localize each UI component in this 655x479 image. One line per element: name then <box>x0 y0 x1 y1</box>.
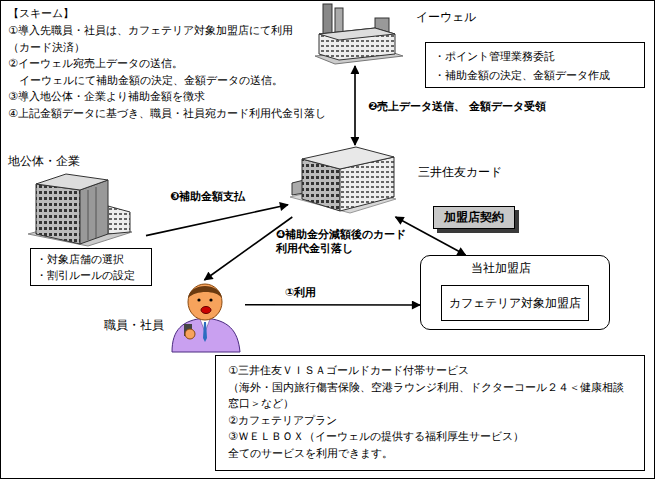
edge-label: ❹補助金分減額後のカード利用代金引落し <box>276 228 412 256</box>
info-box: ・対象店舗の選択・割引ルールの設定 <box>30 248 152 286</box>
person-illustration-part <box>188 284 222 320</box>
person-illustration-part <box>185 329 195 339</box>
factory-illustration <box>315 4 403 64</box>
person-node: 職員・社員 <box>100 280 245 355</box>
node-text: イーウェル <box>416 10 476 25</box>
node-text: 加盟店契約 <box>444 210 504 225</box>
node-text: ・対象店舗の選択 <box>36 253 124 267</box>
person-illustration-part <box>201 307 211 314</box>
office-tower-illustration <box>28 174 132 246</box>
node-text: カフェテリア対象加盟店 <box>449 295 581 312</box>
edge-label: ❷売上データ送信、 金額データ受領 <box>368 100 546 114</box>
flow-arrow <box>245 304 420 306</box>
office-tower-illustration-part <box>80 180 108 244</box>
office-tower-illustration-part <box>36 174 108 190</box>
merchant-group: 当社加盟店カフェテリア対象加盟店 <box>420 255 610 330</box>
node-text: ①三井住友ＶＩＳＡゴールドカード付帯サービス <box>228 363 634 380</box>
office-building-illustration-part <box>302 147 394 169</box>
scheme-note: ③導入地公体・企業より補助金額を徴求 <box>8 89 205 106</box>
office-tower-illustration-part <box>96 187 97 238</box>
building-node: 地公体・企業 <box>6 152 146 247</box>
info-box: ・ポイント管理業務委託・補助金額の決定、金額データ作成 <box>425 42 645 88</box>
person-illustration-part <box>197 298 200 301</box>
contract-box: 加盟店契約 <box>433 206 515 229</box>
merchant-box: カフェテリア対象加盟店 <box>441 285 589 321</box>
scheme-note: 【スキーム】 <box>8 6 74 23</box>
office-tower-illustration-part <box>36 184 80 244</box>
node-text: ・補助金額の決定、金額データ作成 <box>434 69 610 83</box>
node-text: 全てのサービスを利用できます。 <box>228 446 634 463</box>
flow-arrow <box>146 205 288 236</box>
node-text: 当社加盟店 <box>471 261 531 276</box>
scheme-note: ①導入先職員・社員は、カフェテリア対象加盟店にて利用（カード決済） <box>8 23 312 56</box>
node-text: ②カフェテリアプラン <box>228 413 634 430</box>
factory-illustration-part <box>319 28 395 60</box>
office-tower-illustration-part <box>88 190 89 240</box>
factory-illustration-part <box>319 28 395 40</box>
scheme-note: ②イーウェル宛売上データの送信。 イーウェルにて補助金額の決定、金額データの送信… <box>8 56 312 89</box>
edge-label: ❸補助金額支払 <box>170 190 245 204</box>
node-text: ・ポイント管理業務委託 <box>434 50 555 64</box>
person-illustration-part <box>209 298 212 301</box>
node-text: 地公体・企業 <box>8 154 80 169</box>
node-text: （海外・国内旅行傷害保険、空港ラウンジ利用、ドクターコール２４＜健康相談窓口＞な… <box>228 380 634 413</box>
node-text: ・割引ルールの設定 <box>36 269 135 283</box>
edge-label: ①利用 <box>285 286 316 300</box>
node-text: 三井住友カード <box>418 165 502 180</box>
person-illustration <box>172 284 240 352</box>
scheme-note: ④上記金額データに基づき、職員・社員宛カード利用代金引落し <box>8 106 326 123</box>
person-illustration-part <box>203 322 207 342</box>
service-box: ①三井住友ＶＩＳＡゴールドカード付帯サービス（海外・国内旅行傷害保険、空港ラウン… <box>215 355 645 471</box>
person-illustration-part <box>188 286 222 298</box>
person-illustration-part <box>172 318 240 352</box>
office-building-illustration <box>290 147 396 213</box>
office-tower-illustration-part <box>108 206 130 234</box>
node-text: 職員・社員 <box>104 318 164 333</box>
flow-arrow <box>354 66 356 145</box>
node-text: ③ＷＥＬＢＯＸ（イーウェルの提供する福利厚生サービス） <box>228 429 634 446</box>
